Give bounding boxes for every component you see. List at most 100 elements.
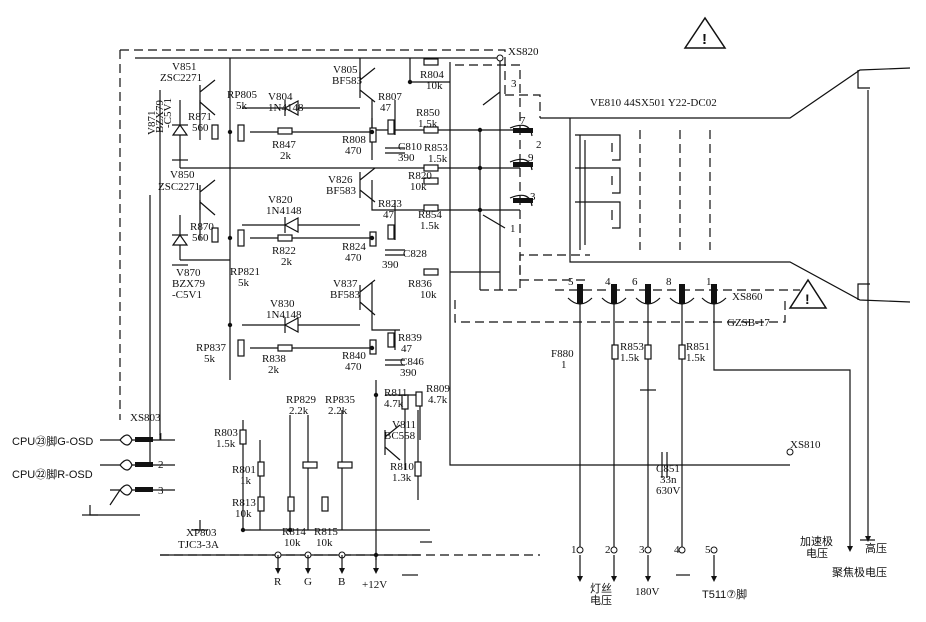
component-label: 5k [236, 100, 248, 112]
component-label: R850 [416, 107, 440, 119]
component-label: V850 [170, 169, 195, 181]
component-label: C828 [403, 248, 427, 260]
xs803-label: XS803 [130, 412, 161, 424]
component-label: 3 [511, 78, 517, 90]
component-label: R823 [378, 198, 402, 210]
component-label: 1.5k [216, 438, 236, 450]
component-label: +12V [362, 579, 387, 591]
component-label: T511⑦脚 [702, 587, 747, 601]
component-label: V871 [146, 111, 158, 135]
component-label: 4 [605, 276, 611, 288]
component-label: 1.5k [420, 220, 440, 232]
terminals [274, 448, 794, 580]
warning-icon: ! [788, 278, 828, 309]
component-label: BF583 [332, 75, 362, 87]
component-label: 47 [383, 209, 395, 221]
component-label: R871 [188, 111, 212, 123]
component-label: R838 [262, 353, 286, 365]
component-label: 4.7k [384, 398, 404, 410]
xs820-label: XS820 [508, 46, 539, 58]
component-label: 10k [284, 537, 301, 549]
component-label: 7 [520, 115, 526, 127]
xs820-connector [482, 54, 533, 229]
component-label: BF583 [326, 185, 356, 197]
component-label: 630V [656, 485, 681, 497]
component-label: 10k [426, 80, 443, 92]
component-label: 470 [345, 252, 362, 264]
component-label: R810 [390, 461, 414, 473]
arrow-icons [275, 536, 871, 582]
component-label: 1.5k [686, 352, 706, 364]
component-label: 2k [268, 364, 280, 376]
board-outline-top [120, 49, 506, 95]
component-label: BF583 [330, 289, 360, 301]
component-label: 灯丝 [590, 582, 612, 595]
component-label: R854 [418, 209, 442, 221]
component-label: 390 [382, 259, 399, 271]
component-label: 8 [666, 276, 672, 288]
component-label: 6 [632, 276, 638, 288]
component-label: BZX79 [172, 278, 206, 290]
component-label: R814 [282, 526, 306, 538]
component-label: R813 [232, 497, 256, 509]
component-label: R822 [272, 245, 296, 257]
xs860-label: XS860 [732, 291, 763, 303]
component-label: R847 [272, 139, 296, 151]
component-label: R824 [342, 241, 366, 253]
component-label: V837 [333, 278, 358, 290]
component-label: RP837 [196, 342, 226, 354]
component-label: 1 [510, 223, 516, 235]
component-label: 1.5k [418, 118, 438, 130]
component-label: V826 [328, 174, 353, 186]
cpu-r-osd-label: CPU㉒脚R-OSD [12, 467, 93, 481]
component-label: V830 [270, 298, 295, 310]
component-label: 2k [281, 256, 293, 268]
xs810-label: XS810 [790, 439, 821, 451]
component-label: B [338, 576, 345, 588]
component-label: 1 [571, 544, 577, 556]
component-label: R853 [620, 341, 644, 353]
component-label: R811 [384, 387, 407, 399]
transistor-symbols [199, 67, 401, 461]
component-label: -C5V1 [162, 98, 174, 128]
component-label: R836 [408, 278, 432, 290]
component-label: 10k [410, 181, 427, 193]
component-label: F880 [551, 348, 574, 360]
component-label: 4 [674, 544, 680, 556]
component-label: 2 [158, 459, 164, 471]
component-label: R809 [426, 383, 450, 395]
component-label: C810 [398, 141, 422, 153]
component-label: RP835 [325, 394, 355, 406]
xp803-label: XP803 [186, 527, 217, 539]
gzsb-label: GZSB-17 [727, 317, 770, 329]
component-label: 2 [605, 544, 611, 556]
component-label: R870 [190, 221, 214, 233]
gzsb-outline [454, 298, 786, 323]
component-label: 2k [280, 150, 292, 162]
component-label: BC558 [384, 430, 416, 442]
component-label: R853 [424, 142, 448, 154]
component-label: 390 [398, 152, 415, 164]
wiring [89, 57, 875, 560]
ground-symbols [82, 159, 690, 576]
component-label: 1 [561, 359, 567, 371]
diode-bodies [171, 99, 299, 334]
component-label: 1 [158, 431, 164, 443]
component-label: 1N4148 [266, 205, 302, 217]
component-label: V820 [268, 194, 293, 206]
component-label: ZSC2271 [160, 72, 202, 84]
xs860-connector [567, 284, 727, 305]
component-label: 1.5k [428, 153, 448, 165]
component-label: R820 [408, 170, 432, 182]
component-label: R807 [378, 91, 402, 103]
labels: XS820 VE810 44SX501 Y22-DC02 XS860 GZSB-… [12, 46, 887, 607]
component-label: 高压 [865, 541, 887, 555]
component-label: 9 [528, 152, 534, 164]
cpu-g-osd-label: CPU㉓脚G-OSD [12, 434, 93, 448]
component-label: 加速极 [800, 534, 833, 548]
component-label: 10k [420, 289, 437, 301]
component-label: 2 [536, 139, 542, 151]
component-label: 47 [401, 343, 413, 355]
